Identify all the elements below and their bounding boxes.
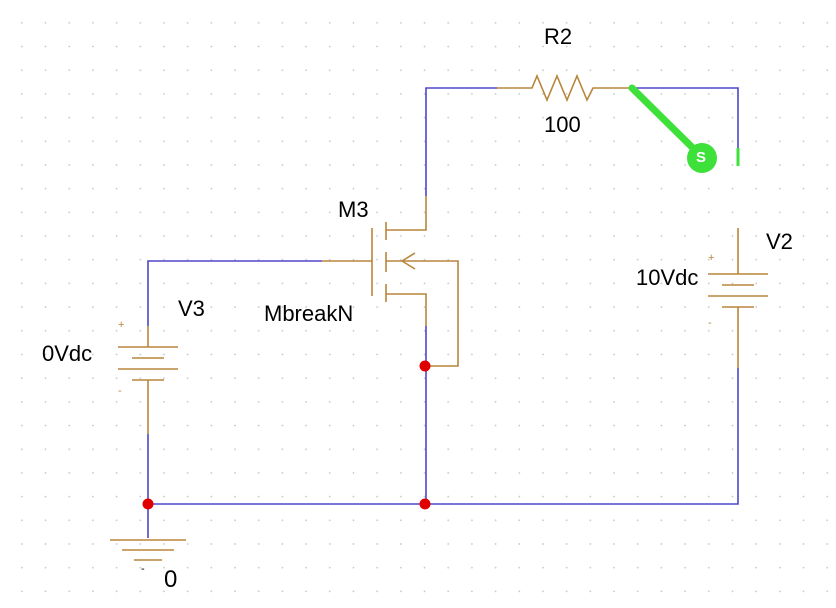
mosfet-model-label: MbreakN bbox=[264, 301, 354, 326]
junction-dot bbox=[419, 498, 431, 510]
source-v3[interactable] bbox=[118, 326, 178, 434]
source-v3-ref-label: V3 bbox=[178, 296, 205, 321]
resistor-value-label: 100 bbox=[544, 112, 581, 137]
wires bbox=[147, 87, 739, 538]
junction-dot bbox=[419, 360, 431, 372]
source-v3-minus-sign: - bbox=[118, 385, 122, 397]
junctions bbox=[142, 360, 431, 510]
wire-right-lower[interactable] bbox=[148, 368, 739, 505]
probe-marker[interactable] bbox=[628, 84, 740, 173]
source-v2-value-label: 10Vdc bbox=[636, 265, 699, 290]
source-v2-plus-sign: + bbox=[708, 252, 715, 264]
ground-net-label: 0 bbox=[164, 566, 178, 593]
source-v2-ref-label: V2 bbox=[766, 229, 793, 254]
probe-letter: S bbox=[696, 149, 707, 166]
ground-symbol[interactable] bbox=[110, 539, 186, 561]
wire-top-left[interactable] bbox=[425, 87, 497, 196]
mosfet-m3[interactable] bbox=[322, 196, 459, 367]
wire-gate[interactable] bbox=[147, 260, 322, 326]
source-v3-value-label: 0Vdc bbox=[42, 341, 93, 366]
resistor-ref-label: R2 bbox=[544, 24, 573, 49]
source-v3-plus-sign: + bbox=[118, 319, 125, 331]
ground-minus-sign: - bbox=[141, 563, 145, 575]
mosfet-ref-label: M3 bbox=[338, 197, 369, 222]
source-v2[interactable] bbox=[708, 228, 768, 368]
wire-top-right[interactable] bbox=[632, 87, 739, 148]
source-v2-minus-sign: - bbox=[708, 317, 712, 329]
junction-dot bbox=[142, 498, 154, 510]
resistor-r2[interactable] bbox=[497, 73, 632, 103]
